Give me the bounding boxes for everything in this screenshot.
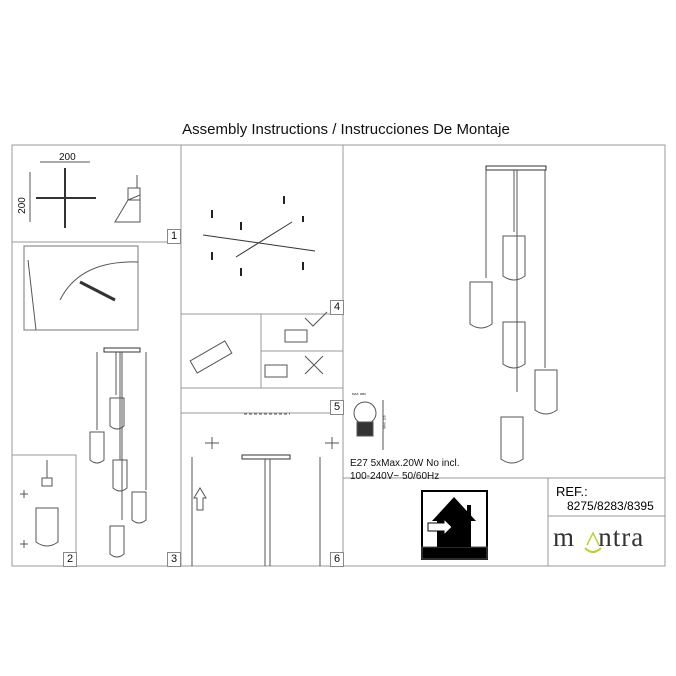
step-1: 1: [167, 229, 181, 244]
dim-height: 200: [16, 197, 28, 214]
bulb-max-width: MAX. Ø60: [352, 392, 366, 396]
pendant-step3: [89, 347, 147, 558]
step-3: 3: [167, 552, 181, 567]
logo-smile: [584, 547, 602, 553]
step-2: 2: [63, 552, 77, 567]
mounting-cross: [36, 168, 96, 228]
step-6: 6: [330, 552, 344, 567]
mounting-bracket: [202, 221, 316, 258]
indoor-use-icon: [421, 490, 488, 560]
pendant-main: [469, 165, 558, 464]
brand-logo: mantram ntra: [553, 522, 645, 552]
drill-icon: [114, 175, 141, 223]
ref-label: REF.:: [556, 484, 588, 499]
step-4: 4: [330, 300, 344, 315]
bulb-spec: E27 5xMax.20W No incl.: [350, 458, 460, 469]
light-bulb-icon: [353, 400, 384, 450]
dim-width: 200: [59, 152, 76, 163]
arrow-up-icon: [193, 487, 207, 511]
bulb-max-height: MAX. 120: [382, 415, 387, 429]
step-5: 5: [330, 400, 344, 415]
shade-step2: [35, 460, 59, 547]
voltage-spec: 100-240V~ 50/60Hz: [350, 471, 440, 482]
ref-value: 8275/8283/8395: [567, 499, 654, 513]
page-title: Assembly Instructions / Instrucciones De…: [182, 121, 510, 138]
